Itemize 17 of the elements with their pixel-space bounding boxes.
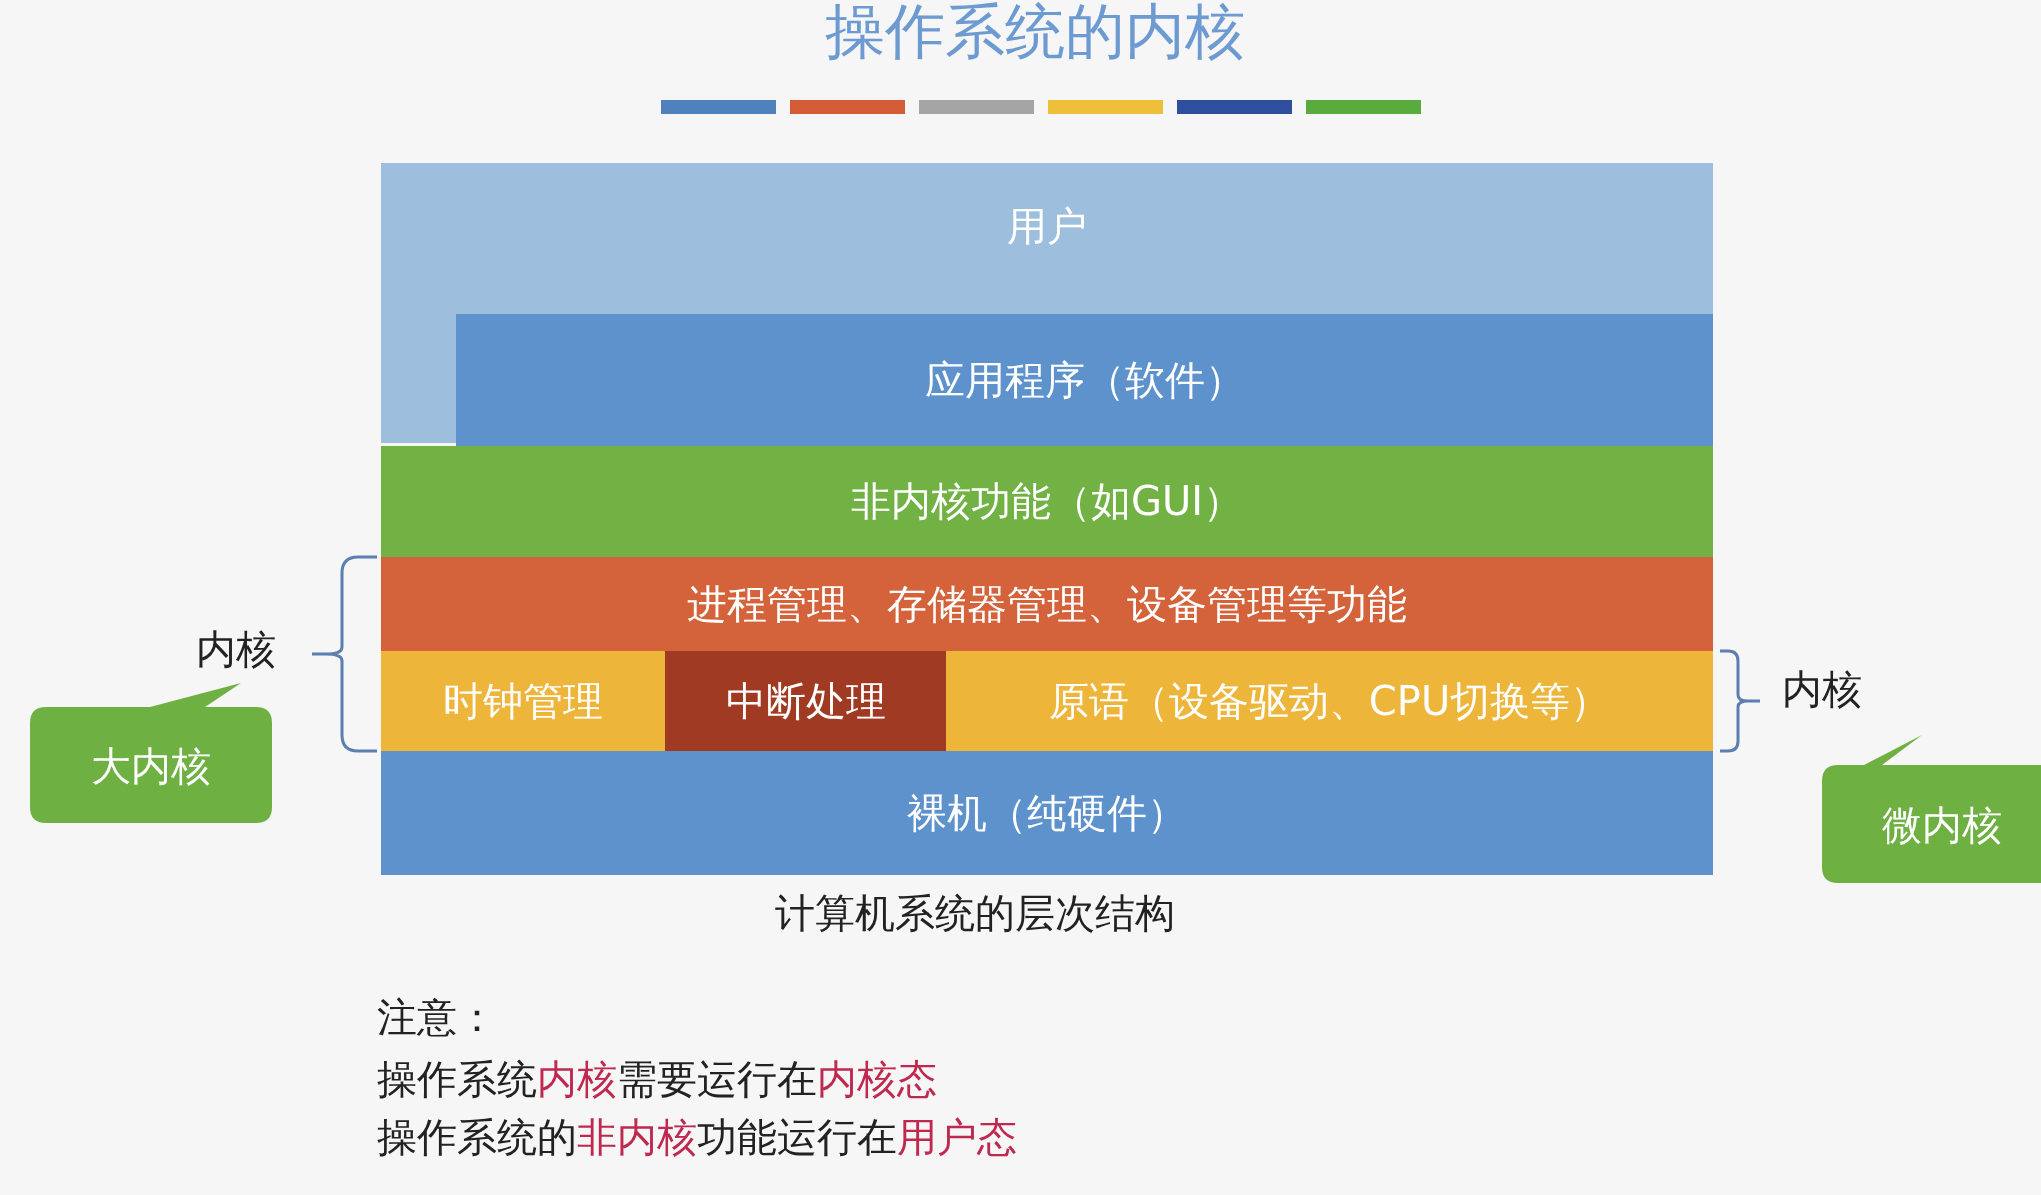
bracket-label: 内核 [1782, 665, 1862, 714]
layer-band: 用户 应用程序（软件） [381, 163, 1713, 443]
speech-bubble: 大内核 [30, 683, 272, 823]
layer-band: 进程管理、存储器管理、设备管理等功能 [381, 557, 1713, 651]
layer-band: 应用程序（软件） [456, 314, 1713, 446]
caption: 计算机系统的层次结构 [775, 889, 1175, 938]
layer-cell: 中断处理 [665, 651, 946, 751]
layer-cell: 时钟管理 [381, 651, 665, 751]
layer-band: 裸机（纯硬件） [381, 751, 1713, 875]
layer-band: 非内核功能（如GUI） [381, 446, 1713, 557]
speech-bubble: 微内核 [1822, 735, 2041, 883]
note-text: 操作系统内核需要运行在内核态 [377, 1055, 937, 1104]
note-text: 操作系统的非内核功能运行在用户态 [377, 1113, 1017, 1162]
layer-cell: 原语（设备驱动、CPU切换等） [946, 651, 1713, 751]
title: 操作系统的内核 [824, 0, 1246, 68]
bracket-label: 内核 [196, 625, 276, 674]
note-heading: 注意： [377, 993, 497, 1042]
